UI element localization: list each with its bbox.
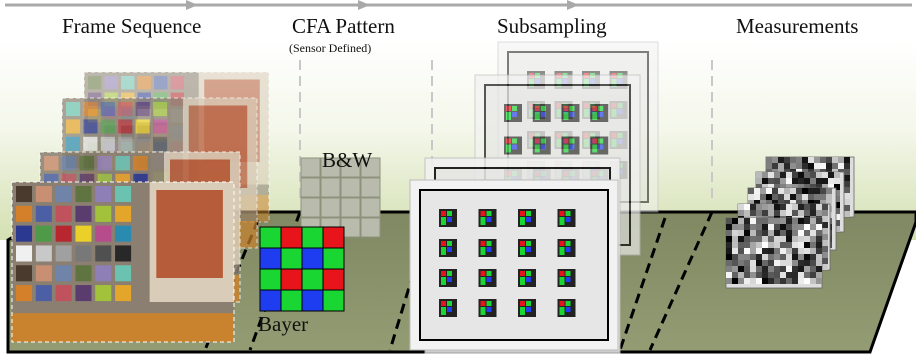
measurement-frame	[725, 217, 823, 289]
bayer-cell	[322, 289, 345, 312]
bayer-label: Bayer	[258, 312, 309, 336]
subsampled-frame	[409, 179, 619, 351]
bayer-cell	[280, 289, 303, 312]
bayer-cell	[259, 226, 282, 249]
subsampled-frame-stack	[409, 41, 659, 354]
bw-cell	[320, 157, 341, 178]
bw-cell	[300, 177, 321, 198]
bw-cell	[360, 157, 381, 178]
bayer-cell	[259, 289, 282, 312]
bayer-cfa-grid	[259, 226, 345, 312]
bayer-cell	[280, 226, 303, 249]
bw-cfa-grid	[300, 157, 381, 238]
bw-cell	[340, 197, 361, 218]
top-flow-line	[5, 0, 912, 10]
bw-cell	[360, 217, 381, 238]
measurements-label: Measurements	[736, 14, 859, 38]
cfa-pattern-label: CFA Pattern	[292, 14, 395, 38]
bayer-cell	[280, 268, 303, 291]
subsampling-label: Subsampling	[497, 14, 607, 38]
bayer-cell	[301, 226, 324, 249]
measurement-stack	[725, 156, 855, 289]
bw-cell	[340, 177, 361, 198]
bayer-cell	[259, 247, 282, 270]
bw-cell	[320, 177, 341, 198]
bayer-cell	[322, 247, 345, 270]
bayer-cell	[322, 268, 345, 291]
frame-image	[11, 181, 235, 343]
frame-sequence-label: Frame Sequence	[62, 14, 202, 38]
bayer-cell	[322, 226, 345, 249]
bw-cell	[300, 197, 321, 218]
cfa-pattern-note: (Sensor Defined)	[289, 41, 372, 55]
bw-cell	[320, 197, 341, 218]
bayer-cell	[301, 268, 324, 291]
bayer-cell	[301, 289, 324, 312]
bw-label: B&W	[322, 148, 373, 172]
bw-cell	[360, 177, 381, 198]
bayer-cell	[301, 247, 324, 270]
bw-cell	[360, 197, 381, 218]
frame-sequence-stack	[11, 71, 270, 343]
bayer-cell	[259, 268, 282, 291]
bayer-cell	[280, 247, 303, 270]
bw-cell	[300, 157, 321, 178]
bw-cell	[340, 157, 361, 178]
